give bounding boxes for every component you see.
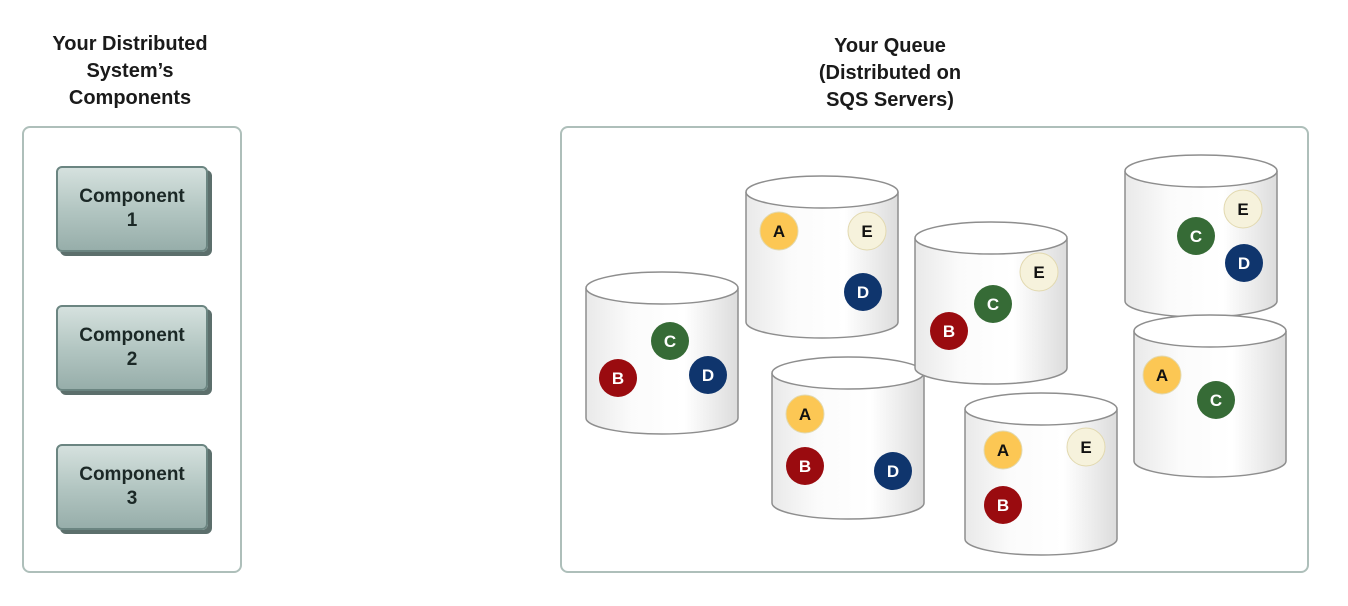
message-d-circle bbox=[874, 452, 912, 490]
message-c-circle bbox=[1177, 217, 1215, 255]
message-b-label: B bbox=[612, 369, 624, 388]
message-c-label: C bbox=[1190, 227, 1202, 246]
component-3[interactable]: Component 3 bbox=[56, 444, 208, 530]
message-a-circle bbox=[785, 394, 825, 434]
message-d-circle bbox=[1225, 244, 1263, 282]
message-b-circle bbox=[984, 486, 1022, 524]
component-label: Component bbox=[79, 325, 185, 346]
message-b-label: B bbox=[997, 496, 1009, 515]
message-d-label: D bbox=[857, 283, 869, 302]
message-e-circle bbox=[1066, 427, 1106, 467]
message-e-circle bbox=[1019, 252, 1059, 292]
server-cylinder-top bbox=[1124, 154, 1278, 188]
component-number: 3 bbox=[126, 488, 138, 509]
queue-title: Your Queue (Distributed on SQS Servers) bbox=[818, 35, 962, 111]
message-b-circle bbox=[786, 447, 824, 485]
sqs-server-7: AC bbox=[1133, 314, 1287, 478]
message-a-label: A bbox=[799, 405, 811, 424]
component-1[interactable]: Component 1 bbox=[56, 166, 208, 252]
message-c-circle bbox=[1197, 381, 1235, 419]
message-c-circle bbox=[974, 285, 1012, 323]
component-label: Component bbox=[79, 464, 185, 485]
message-b-circle bbox=[930, 312, 968, 350]
message-e-circle bbox=[1223, 189, 1263, 229]
message-a-label: A bbox=[997, 441, 1009, 460]
sqs-server-4: E B C bbox=[914, 221, 1068, 385]
message-a-circle bbox=[1142, 355, 1182, 395]
message-a-circle bbox=[983, 430, 1023, 470]
message-b-label: B bbox=[943, 322, 955, 341]
message-a-circle bbox=[759, 211, 799, 251]
message-a-label: A bbox=[773, 222, 785, 241]
message-e-label: E bbox=[861, 222, 872, 241]
message-e-label: E bbox=[1080, 438, 1091, 457]
message-c-circle bbox=[651, 322, 689, 360]
message-d-label: D bbox=[887, 462, 899, 481]
message-c-label: C bbox=[664, 332, 676, 351]
server-cylinder-body bbox=[585, 288, 739, 435]
server-cylinder-top bbox=[771, 356, 925, 390]
server-cylinder-body bbox=[771, 373, 925, 520]
message-e-label: E bbox=[1237, 200, 1248, 219]
message-d-label: D bbox=[1238, 254, 1250, 273]
sqs-server-5: A E B bbox=[964, 392, 1118, 556]
sqs-server-2: A E D bbox=[745, 175, 899, 339]
component-label: Component bbox=[79, 186, 185, 207]
server-cylinder-top bbox=[1133, 314, 1287, 348]
message-e-circle bbox=[847, 211, 887, 251]
component-2[interactable]: Component 2 bbox=[56, 305, 208, 391]
component-number: 1 bbox=[126, 210, 138, 231]
message-b-circle bbox=[599, 359, 637, 397]
server-cylinder-top bbox=[745, 175, 899, 209]
message-d-circle bbox=[844, 273, 882, 311]
message-d-label: D bbox=[702, 366, 714, 385]
message-e-label: E bbox=[1033, 263, 1044, 282]
server-cylinder-top bbox=[964, 392, 1118, 426]
server-cylinder-top bbox=[585, 271, 739, 305]
message-a-label: A bbox=[1156, 366, 1168, 385]
message-c-label: C bbox=[987, 295, 999, 314]
server-cylinder-top bbox=[914, 221, 1068, 255]
component-number: 2 bbox=[126, 349, 138, 370]
components-title: Your Distributed System’s Components bbox=[52, 33, 208, 109]
sqs-server-1: B C D bbox=[585, 271, 739, 435]
components-panel: Component 1 Component 2 Component 3 bbox=[22, 126, 242, 573]
message-d-circle bbox=[689, 356, 727, 394]
message-c-label: C bbox=[1210, 391, 1222, 410]
sqs-server-3: A B D bbox=[771, 356, 925, 520]
sqs-server-6: C E D bbox=[1124, 154, 1278, 318]
message-b-label: B bbox=[799, 457, 811, 476]
